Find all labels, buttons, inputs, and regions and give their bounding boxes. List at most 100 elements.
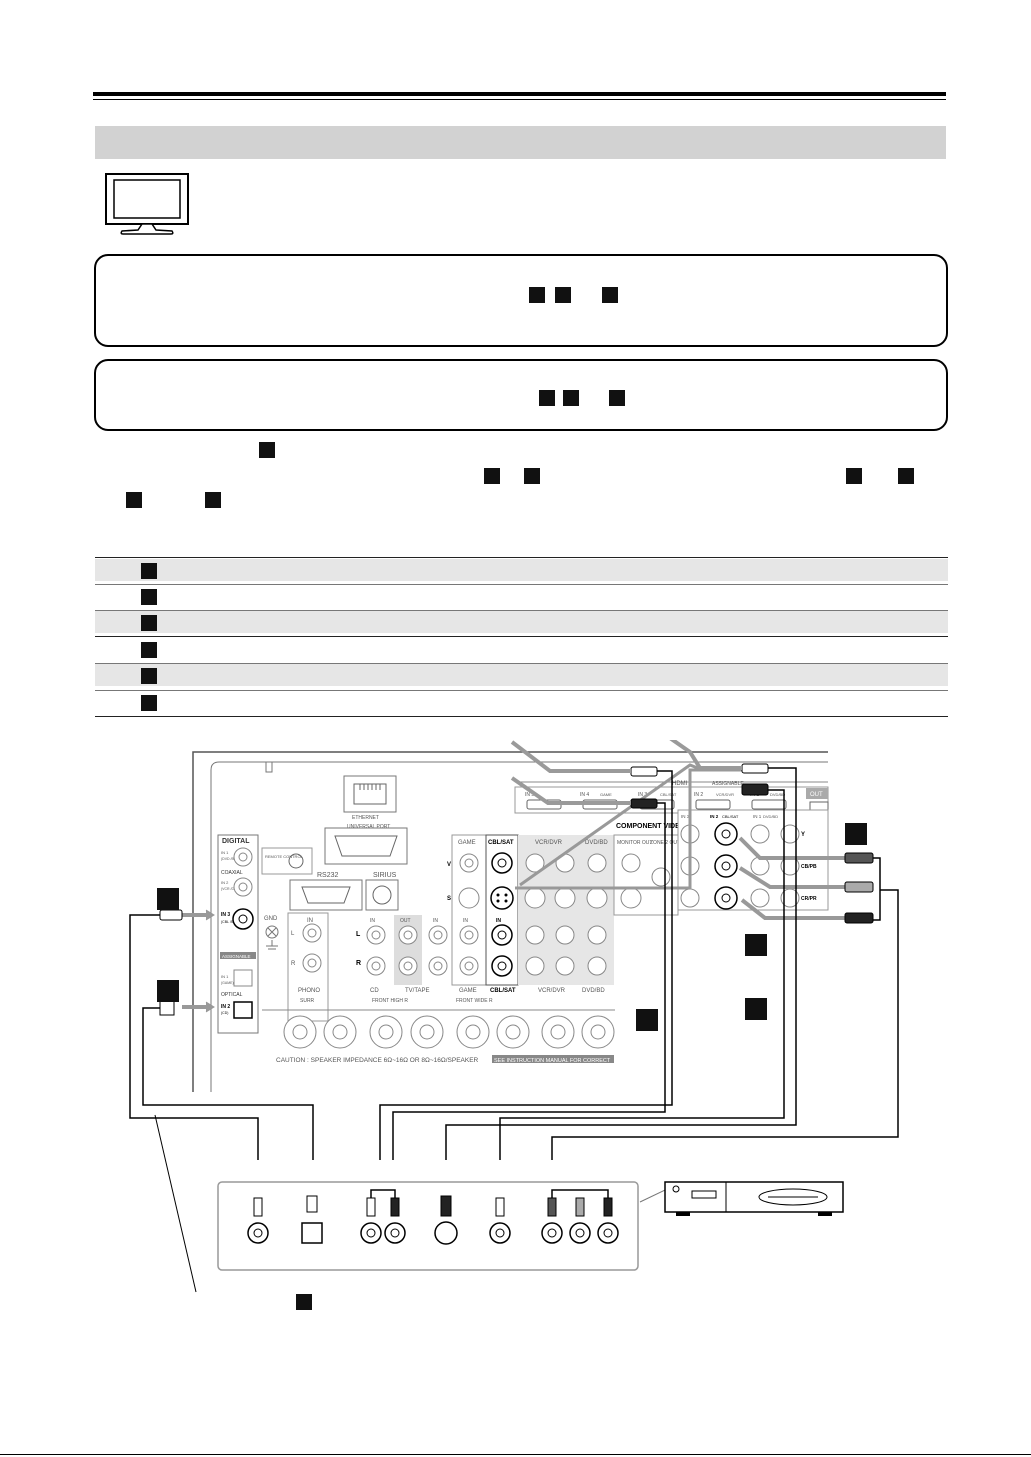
svg-text:IN: IN [496, 918, 501, 924]
comp-in2-label: IN 2 [710, 814, 719, 819]
hdmi-in4-label: IN 4 [580, 792, 589, 798]
table-row [95, 691, 948, 713]
cbl-sat-label: CBL/SAT [488, 840, 514, 846]
caution-label: CAUTION : SPEAKER IMPEDANCE 6Ω~16Ω OR 8Ω… [276, 1057, 479, 1064]
marker-square [141, 563, 157, 579]
marker-square [141, 668, 157, 684]
svg-text:L: L [356, 931, 361, 938]
header-rule [93, 92, 946, 96]
marker-square [126, 492, 142, 508]
front-wide-label: FRONT WIDE R [456, 998, 493, 1004]
marker-square [141, 589, 157, 605]
assignable-digital-label: ASSIGNABLE [222, 954, 251, 959]
svg-text:CBL/SAT: CBL/SAT [490, 988, 516, 994]
svg-text:OUT: OUT [400, 918, 411, 924]
coax-in1-label: IN 1 [221, 850, 229, 855]
table-row-divider [95, 610, 948, 611]
marker-square [609, 390, 625, 406]
table-row [95, 585, 948, 607]
gnd-label: GND [264, 916, 278, 922]
section-band [95, 126, 946, 159]
marker-square [259, 442, 275, 458]
digital-section: DIGITAL IN 1 (DVD /BD) COAXIAL IN 2 (VCR… [217, 834, 259, 1034]
marker-square [205, 492, 221, 508]
opt-in1-sub: (GAME) [221, 981, 234, 985]
src-optical-jack [301, 1222, 323, 1244]
coaxial-label: COAXIAL [221, 870, 243, 876]
table-row [95, 664, 948, 686]
sirius-label: SIRIUS [373, 872, 397, 879]
comp-in1-sub: DVD/BD [763, 814, 778, 819]
gnd-terminal: GND [264, 916, 279, 950]
assignable-label: ASSIGNABLE [712, 781, 744, 787]
receiver-back-panel [192, 751, 828, 1092]
digital-label: DIGITAL [222, 838, 250, 845]
svg-text:IN: IN [433, 918, 438, 924]
remote-control-label: REMOTE CONTROL [265, 854, 304, 859]
connection-diagram: HDMI ASSIGNABLE IN 5 IN 4 GAME IN 3 CBL/… [129, 740, 899, 1310]
page-bottom-rule [0, 1454, 1031, 1455]
leader-line [154, 1114, 197, 1293]
coax-in2-sub: (VCR /DVR) [221, 887, 240, 891]
svg-text:V: V [447, 862, 451, 868]
table-row-divider [95, 663, 948, 664]
hdmi-in3-sub: CBL/SAT [660, 792, 677, 797]
connector-markers [157, 823, 867, 1031]
callout-box-2 [94, 359, 948, 431]
marker-square [602, 287, 618, 303]
plug-connectors [159, 763, 874, 1016]
svg-text:L: L [291, 931, 295, 937]
opt-in2-label: IN 2 [221, 1004, 230, 1010]
ethernet-label: ETHERNET [352, 815, 379, 821]
cbl-svideo-in-jack [490, 886, 514, 910]
phono-label: PHONO [298, 988, 320, 994]
hdmi-in2-sub: VCR/DVR [716, 792, 734, 797]
opt-in1-label: IN 1 [221, 974, 229, 979]
marker-square [846, 468, 862, 484]
svg-text:R: R [356, 960, 361, 967]
control-section: REMOTE CONTROL RS232 SIRIUS [261, 847, 399, 911]
component-video-label: COMPONENT VIDEO [616, 823, 686, 830]
table-row-divider [95, 584, 948, 585]
hdmi-out-label: OUT [810, 792, 823, 798]
hdmi-port [695, 799, 731, 810]
marker-square [141, 642, 157, 658]
hdmi-label: HDMI [672, 781, 688, 787]
optical-label: OPTICAL [221, 992, 243, 998]
hdmi-in1-sub: DVD/BD [770, 792, 785, 797]
svg-text:IN: IN [463, 918, 468, 924]
tv-icon [105, 173, 189, 235]
see-manual-label: SEE INSTRUCTION MANUAL FOR CORRECT [494, 1058, 611, 1064]
hdmi-in3-label: IN 3 [638, 792, 647, 798]
coax-in3-label: IN 3 [221, 912, 230, 918]
svg-text:R: R [291, 961, 296, 967]
svg-text:S: S [447, 896, 451, 902]
rs232-label: RS232 [317, 872, 339, 879]
tv-tape-label: TV/TAPE [405, 988, 430, 994]
header-rule-thin [93, 99, 946, 100]
vcr-dvr-label: VCR/DVR [535, 840, 563, 846]
callout-box-1 [94, 254, 948, 347]
table-row [95, 638, 948, 660]
dvd-bd-label: DVD/BD [585, 840, 608, 846]
analog-jack-panel: IN L R PHONO SURR L R IN OUT IN CD TV/TA… [287, 834, 680, 1022]
comp-in2-sub: CBL/SAT [722, 814, 739, 819]
marker-square [141, 615, 157, 631]
hdmi-port [751, 799, 787, 810]
table-rule-bottom [95, 716, 948, 717]
optical-in2-jack [233, 1001, 253, 1019]
cr-label: CR/PR [801, 896, 817, 902]
svg-text:GAME: GAME [459, 988, 477, 994]
ethernet-section: ETHERNET UNIVERSAL PORT [324, 775, 408, 865]
phono-in-label: IN [307, 918, 313, 924]
marker-square [898, 468, 914, 484]
comp-in1-label: IN 1 [753, 814, 762, 819]
hdmi-in5-label: IN 5 [525, 792, 534, 798]
table-row [95, 559, 948, 581]
marker-square [141, 695, 157, 711]
hdmi-in4-sub: GAME [600, 792, 612, 797]
coax-in1-sub: (DVD /BD) [221, 857, 238, 861]
game-label: GAME [458, 840, 476, 846]
y-label: Y [801, 832, 805, 838]
marker-square [484, 468, 500, 484]
